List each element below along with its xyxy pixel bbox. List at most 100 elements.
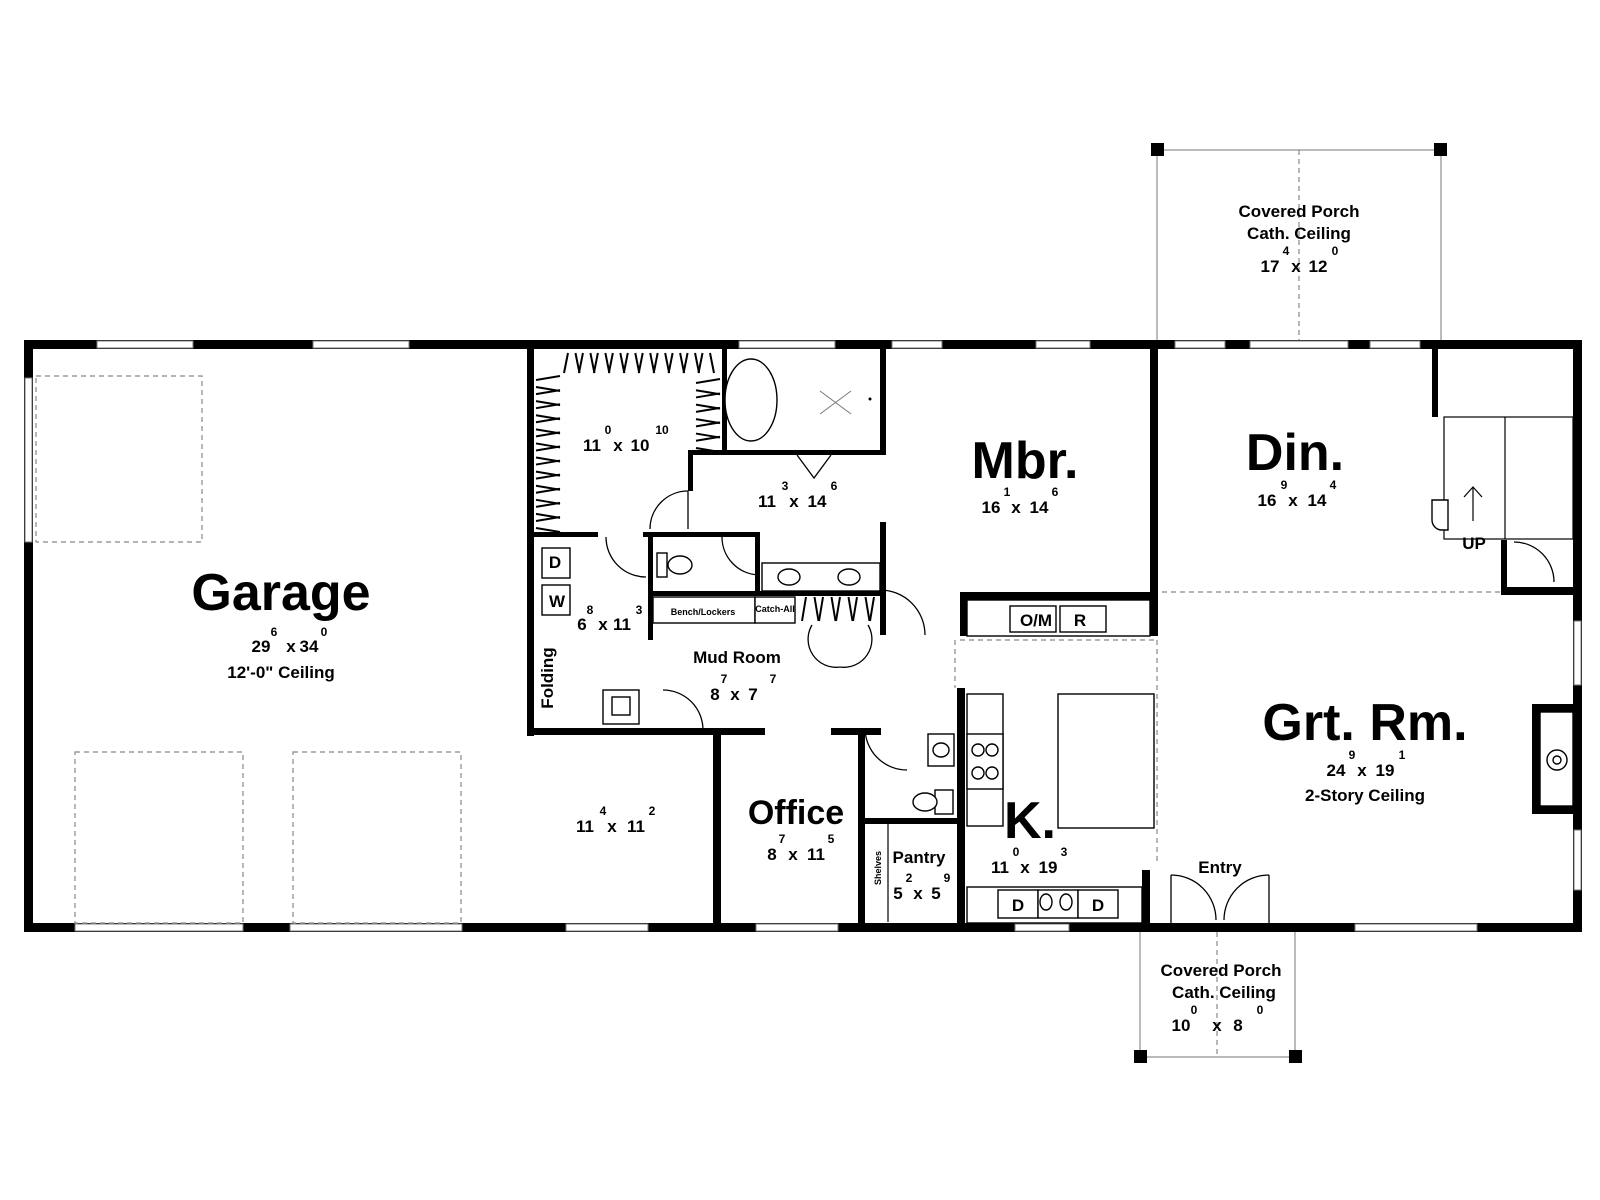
laundry-appliances	[541, 547, 640, 725]
svg-text:x: x	[607, 817, 617, 836]
garage-width: 29	[252, 637, 271, 656]
svg-text:0: 0	[1257, 1003, 1264, 1017]
svg-text:3: 3	[782, 479, 789, 493]
svg-text:x: x	[789, 492, 799, 511]
svg-text:6: 6	[577, 615, 586, 634]
svg-text:x: x	[1291, 257, 1301, 276]
svg-text:19: 19	[1376, 761, 1395, 780]
garage-fixtures	[35, 375, 462, 924]
svg-text:Entry: Entry	[1198, 858, 1242, 877]
svg-text:5: 5	[893, 884, 902, 903]
office-name: Office	[748, 794, 844, 832]
pantry-label: Pantry Shelves 5 2 x 5 9	[873, 848, 951, 903]
svg-text:2: 2	[649, 804, 656, 818]
din-label: Din. 16 9 x 14 4	[1246, 424, 1344, 510]
dishwasher-right-label: D	[1092, 896, 1104, 915]
svg-text:11: 11	[758, 492, 776, 511]
svg-text:7: 7	[748, 685, 757, 704]
svg-text:10: 10	[655, 423, 669, 437]
exterior-walls	[24, 340, 1582, 932]
svg-text:0: 0	[1191, 1003, 1198, 1017]
great-room-name: Grt. Rm.	[1262, 694, 1467, 752]
svg-text:4: 4	[1283, 244, 1290, 258]
door-swings	[605, 454, 1555, 923]
svg-text:Cath. Ceiling: Cath. Ceiling	[1172, 983, 1276, 1002]
shop-label: 11 4 x 11 2	[576, 804, 656, 836]
svg-text:7: 7	[779, 832, 786, 846]
svg-text:6: 6	[1052, 485, 1059, 499]
svg-text:0: 0	[1332, 244, 1339, 258]
svg-text:8: 8	[587, 603, 594, 617]
refrigerator-label: R	[1074, 611, 1086, 630]
covered-porch-bottom	[1134, 932, 1302, 1063]
entry-label: Entry	[1198, 858, 1242, 877]
svg-text:x: x	[1212, 1016, 1222, 1035]
dryer-label: D	[549, 553, 561, 572]
svg-text:34: 34	[300, 637, 319, 656]
stairs-label: UP	[1462, 534, 1486, 553]
bench-lockers	[652, 596, 796, 624]
svg-text:9: 9	[944, 871, 951, 885]
dishwasher-left-label: D	[1012, 896, 1024, 915]
svg-text:x: x	[1288, 491, 1298, 510]
svg-text:x: x	[730, 685, 740, 704]
svg-text:Covered Porch: Covered Porch	[1161, 961, 1282, 980]
svg-text:7: 7	[770, 672, 777, 686]
svg-text:10: 10	[631, 436, 650, 455]
din-name: Din.	[1246, 424, 1344, 482]
svg-text:11: 11	[627, 817, 645, 836]
mbr-label: Mbr. 16 1 x 14 6	[972, 432, 1079, 517]
svg-text:12: 12	[1309, 257, 1328, 276]
svg-text:11: 11	[576, 817, 594, 836]
svg-text:19: 19	[1039, 858, 1058, 877]
closet-label: 11 0 x 10 10	[583, 423, 669, 455]
covered-porch-top	[1151, 143, 1447, 340]
svg-text:24: 24	[1327, 761, 1346, 780]
master-bath-label: 11 3 x 14 6	[758, 479, 838, 511]
svg-text:5: 5	[828, 832, 835, 846]
svg-text:0: 0	[605, 423, 612, 437]
svg-text:16: 16	[1258, 491, 1277, 510]
great-room-ceiling-note: 2-Story Ceiling	[1305, 786, 1425, 805]
staircase	[1431, 416, 1574, 540]
laundry-label: D W Folding 6 8 x 11 3	[538, 553, 643, 709]
svg-text:UP: UP	[1462, 534, 1486, 553]
svg-text:14: 14	[1308, 491, 1327, 510]
svg-text:x: x	[788, 845, 798, 864]
folding-label: Folding	[538, 647, 557, 708]
powder-room	[912, 733, 955, 815]
svg-text:6: 6	[271, 625, 278, 639]
bathtub	[724, 358, 778, 442]
svg-text:Cath. Ceiling: Cath. Ceiling	[1247, 224, 1351, 243]
svg-text:Mud Room: Mud Room	[693, 648, 781, 667]
svg-text:16: 16	[982, 498, 1001, 517]
oven-microwave-label: O/M	[1020, 611, 1052, 630]
svg-text:1: 1	[1004, 485, 1011, 499]
svg-text:3: 3	[1061, 845, 1068, 859]
svg-text:8: 8	[767, 845, 776, 864]
shower	[819, 390, 872, 415]
interior-walls	[527, 349, 1573, 932]
double-vanity	[761, 562, 881, 592]
svg-text:17: 17	[1261, 257, 1280, 276]
office-label: Office 8 7 x 11 5	[748, 794, 844, 864]
svg-text:11: 11	[613, 615, 631, 634]
svg-text:0: 0	[321, 625, 328, 639]
garage-label: Garage 29 6 x 34 0 12'-0" Ceiling	[191, 564, 370, 682]
washer-label: W	[549, 592, 566, 611]
svg-text:Covered Porch: Covered Porch	[1239, 202, 1360, 221]
svg-text:11: 11	[807, 845, 825, 864]
porch-top-label: Covered Porch Cath. Ceiling 17 4 x 12 0	[1239, 202, 1360, 276]
opening-lines	[954, 591, 1500, 865]
svg-text:x: x	[286, 637, 296, 656]
svg-text:14: 14	[808, 492, 827, 511]
svg-text:11: 11	[583, 436, 601, 455]
svg-text:10: 10	[1172, 1016, 1191, 1035]
svg-text:14: 14	[1030, 498, 1049, 517]
kitchen-name: K.	[1004, 792, 1056, 850]
svg-text:11: 11	[991, 858, 1009, 877]
svg-text:2: 2	[906, 871, 913, 885]
svg-text:x: x	[598, 615, 608, 634]
svg-text:7: 7	[721, 672, 728, 686]
